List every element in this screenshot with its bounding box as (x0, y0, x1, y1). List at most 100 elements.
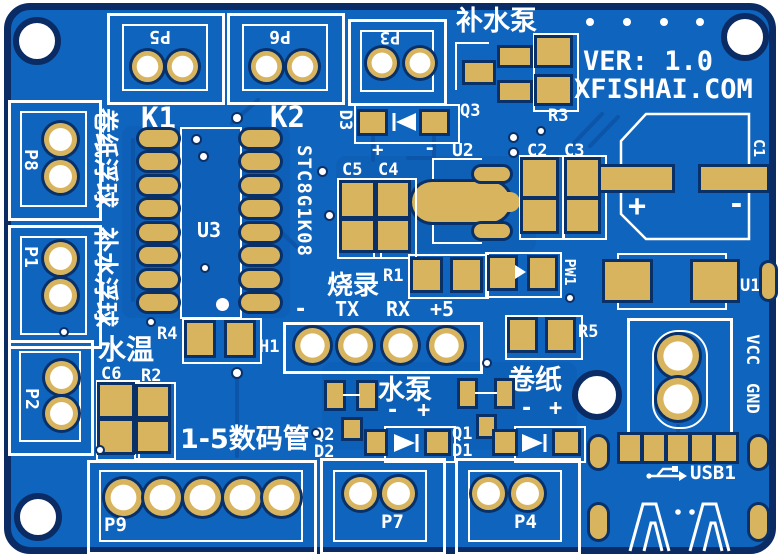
p7-pad-2 (382, 477, 415, 510)
d1-diode-symbol (522, 434, 547, 452)
r5-pad-2 (548, 320, 573, 350)
d2-pad-1 (367, 432, 385, 453)
silk-dot (696, 18, 704, 26)
connector-p4-outline (455, 458, 581, 555)
q2-silk-line (343, 394, 360, 396)
water-temp-label: 水温 (98, 333, 155, 366)
connector-p6-outline (227, 13, 345, 105)
connector-p6-inner-outline (242, 24, 328, 91)
c2-outline (519, 155, 565, 240)
h1-rx-label: RX (386, 297, 411, 321)
q1-pad-2 (497, 381, 512, 406)
p5-pad-2 (167, 51, 198, 82)
via (538, 128, 544, 134)
version-text: VER: 1.0 (583, 46, 714, 77)
c1-pad-positive (601, 167, 672, 190)
p9-pad-5 (263, 479, 300, 516)
connector-p8-outline (8, 100, 102, 221)
d1-pad-1 (495, 432, 515, 453)
c1-plus-mark: + (628, 189, 647, 224)
d3-outline (354, 104, 460, 144)
d3-diode-symbol (392, 113, 416, 131)
via (148, 319, 154, 325)
usb-icon (646, 466, 687, 481)
r4-pad-2 (227, 323, 253, 355)
d1-label: D1 (452, 441, 473, 461)
c6-label: C6 (101, 364, 122, 384)
q2-label: Q2 (314, 425, 335, 445)
k2-pad (241, 200, 280, 217)
q1-label: Q1 (452, 424, 473, 444)
via (193, 136, 200, 143)
power-pad-vcc (657, 335, 699, 377)
r5-pad-1 (510, 320, 535, 350)
p3-pad-1 (367, 48, 397, 78)
p5-pad-1 (132, 51, 163, 82)
connector-p9-inner-outline (99, 470, 303, 542)
pw1-led-symbol (515, 265, 526, 279)
via (202, 265, 208, 271)
pw1-outline (485, 252, 562, 298)
d1-outline (514, 426, 586, 463)
connector-p8-inner-outline (20, 111, 87, 207)
silk-dot (586, 18, 594, 26)
c4-pad-2 (378, 221, 408, 250)
p2-pad-2 (45, 397, 78, 430)
q2-pad-1 (327, 383, 343, 408)
k1-pad (139, 177, 178, 194)
k1-pad (139, 294, 178, 311)
p1-pad-1 (44, 242, 77, 275)
via (233, 114, 241, 122)
u3-pin1-dot (216, 298, 229, 311)
usb-signal-pad (668, 435, 688, 461)
paper-minus-mark: - (520, 396, 534, 421)
q1-pad-3 (479, 417, 494, 436)
board-title: 补水泵 (456, 6, 537, 37)
usb-shell-pad (590, 505, 607, 539)
q2-pad-2 (359, 383, 375, 408)
k2-pad (241, 130, 280, 147)
c4-pad-1 (378, 183, 408, 216)
k1-pad (139, 224, 178, 241)
paper-plus-mark: + (549, 396, 563, 421)
p3-pad-2 (405, 48, 435, 78)
q1-silk-line (475, 392, 497, 394)
k2-label: K2 (270, 100, 305, 134)
c5-label: C5 (342, 160, 363, 180)
water-pump-label: 水泵 (378, 375, 432, 406)
h1-pad-1 (295, 328, 330, 363)
p9-pad-3 (184, 479, 221, 516)
via (97, 447, 103, 453)
connector-p2-outline (8, 340, 94, 456)
usb-signal-pad (716, 435, 736, 461)
u3-label: U3 (196, 218, 222, 242)
k1-pad (139, 153, 178, 170)
p8-pad-2 (44, 160, 77, 193)
usb-shell-pad (750, 437, 767, 468)
via (510, 134, 517, 141)
d3-pad-1 (360, 112, 385, 133)
h1-minus-label: - (294, 297, 308, 322)
r1-outline (408, 254, 489, 299)
pw1-pad-2 (530, 258, 555, 288)
c2-pad-1 (523, 160, 556, 196)
via (200, 153, 207, 160)
connector-p7-outline (320, 458, 446, 555)
c2-pad-2 (523, 200, 556, 231)
r4-label: R4 (157, 324, 178, 344)
connector-p7-label: P7 (381, 511, 404, 533)
power-connector-inner-outline (652, 330, 708, 429)
d3-minus-mark: - (424, 137, 436, 159)
pump-plus-mark: + (417, 398, 431, 423)
mounting-hole-bottom-left (14, 493, 62, 541)
k2-pad (241, 247, 280, 264)
via (313, 430, 319, 436)
p4-pad-2 (511, 477, 544, 510)
r3-label: R3 (548, 106, 569, 126)
c3-outline (562, 155, 607, 240)
q3-pad-1 (465, 63, 493, 82)
connector-p5-outline (107, 13, 225, 105)
r1-label: R1 (383, 266, 404, 286)
